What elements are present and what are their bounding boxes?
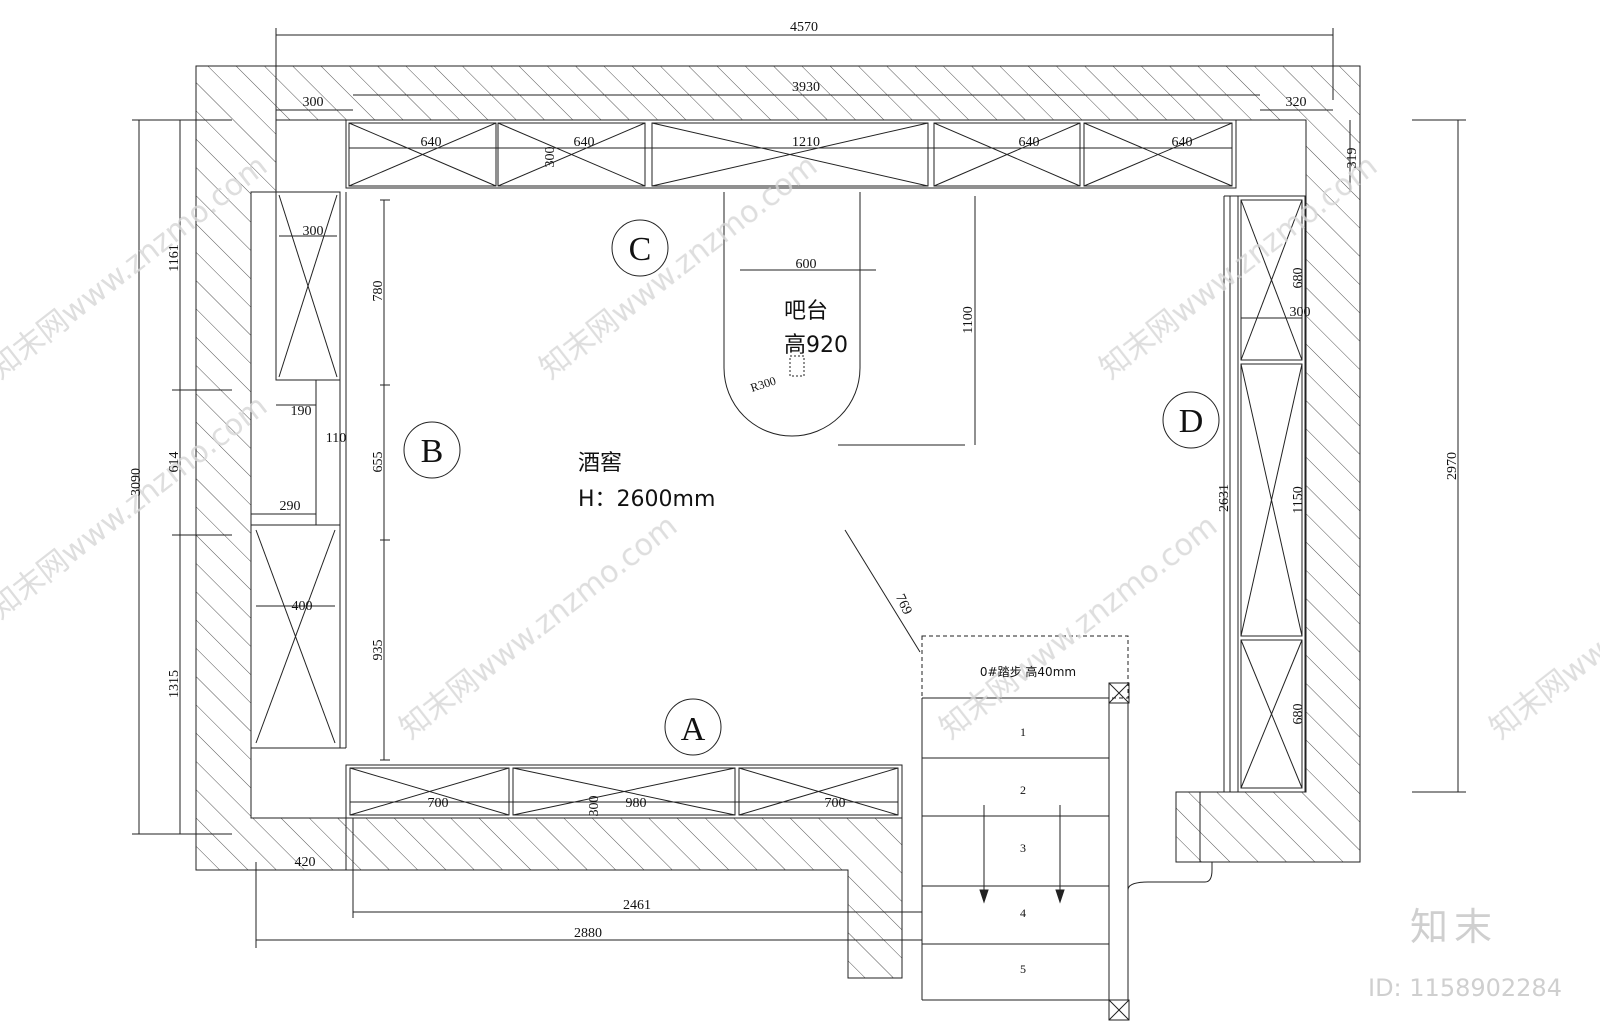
step-numbers: 1 2 3 4 5	[1020, 725, 1026, 976]
dim-top-cab-3: 1210	[792, 135, 820, 150]
wall-label-b: B	[421, 433, 444, 470]
dim-top-depth: 300	[543, 147, 558, 168]
dim-top-right-depth: 319	[1345, 148, 1360, 169]
dim-bottom-depth: 300	[587, 796, 602, 817]
dim-bottom-cab-2: 980	[626, 796, 647, 811]
wall-label-a: A	[681, 711, 706, 748]
dim-bottom-left: 420	[295, 855, 316, 870]
dim-right-cab-w: 300	[1290, 305, 1311, 320]
left-cabinets	[250, 191, 347, 749]
step-5: 5	[1020, 962, 1026, 976]
dim-left-seg1: 1161	[167, 244, 182, 271]
dim-b-seg3: 935	[371, 640, 386, 661]
top-cabinets	[345, 119, 1237, 189]
watermark-5: 知末网www.znzmo.com	[393, 508, 684, 746]
bar-height: 高920	[784, 333, 848, 358]
dim-top-inner: 3930	[792, 80, 820, 95]
dim-right-cab1: 680	[1291, 268, 1306, 289]
dim-left-total: 3090	[129, 468, 144, 496]
dim-left-cab-lower: 400	[292, 599, 313, 614]
wall-label-d: D	[1179, 403, 1204, 440]
dim-top-left: 300	[303, 95, 324, 110]
room-height: H：2600mm	[578, 487, 715, 512]
dim-top-cab-1: 640	[421, 135, 442, 150]
dim-right-cab3: 680	[1291, 704, 1306, 725]
dim-110: 110	[326, 431, 346, 446]
dim-top-cab-2: 640	[574, 135, 595, 150]
bar-counter	[723, 192, 965, 446]
dim-right-cab2: 1150	[1291, 486, 1306, 513]
dim-top-cab-5: 640	[1172, 135, 1193, 150]
dim-2880: 2880	[574, 926, 602, 941]
watermark-7: 知末网www.znzmo.com	[1483, 508, 1600, 746]
dim-b-seg2: 655	[371, 452, 386, 473]
dim-b-seg1: 780	[371, 281, 386, 302]
step-3: 3	[1020, 841, 1026, 855]
step-note: 0#踏步 高40mm	[980, 664, 1076, 679]
dim-left-cab-upper: 300	[303, 224, 324, 239]
dim-top-total: 4570	[790, 20, 818, 35]
dim-290: 290	[280, 499, 301, 514]
bottom-cabinets	[345, 764, 903, 819]
dimension-texts: 4570 3930 300 320 640 640 1210 640 640 3…	[129, 20, 1460, 941]
wall-label-circles	[403, 219, 1220, 756]
wall-label-letters: C B D A	[421, 231, 1204, 748]
dim-left-seg2: 614	[167, 452, 182, 473]
dim-bar-length: 1100	[961, 306, 976, 333]
room-name: 酒窖	[578, 451, 622, 476]
brand-logo: 知末	[1410, 905, 1498, 949]
dim-2461: 2461	[623, 898, 651, 913]
id-label: ID: 1158902284	[1368, 974, 1562, 1002]
stairs	[921, 635, 1213, 1021]
bar-radius: R300	[749, 373, 778, 394]
right-cabinets	[1223, 195, 1306, 793]
branding: 知末 ID: 1158902284	[1368, 905, 1562, 1002]
dim-d-length: 2631	[1217, 484, 1232, 512]
dimension-lines	[132, 28, 1466, 948]
step-2: 2	[1020, 783, 1026, 797]
dim-left-seg3: 1315	[167, 670, 182, 698]
step-1: 1	[1020, 725, 1026, 739]
step-4: 4	[1020, 906, 1026, 920]
wall-label-c: C	[629, 231, 652, 268]
dim-top-right: 320	[1286, 95, 1307, 110]
dim-190: 190	[291, 404, 312, 419]
dim-top-cab-4: 640	[1019, 135, 1040, 150]
dim-diag: 769	[892, 592, 914, 617]
dim-bottom-cab-1: 700	[428, 796, 449, 811]
bar-name: 吧台	[784, 299, 828, 324]
dim-bottom-cab-3: 700	[825, 796, 846, 811]
watermark-6: 知末网www.znzmo.com	[933, 508, 1224, 746]
room-texts: 酒窖 H：2600mm 吧台 高920 R300 0#踏步 高40mm	[578, 299, 1076, 679]
dim-bar-width: 600	[796, 257, 817, 272]
dim-right-total: 2970	[1445, 452, 1460, 480]
